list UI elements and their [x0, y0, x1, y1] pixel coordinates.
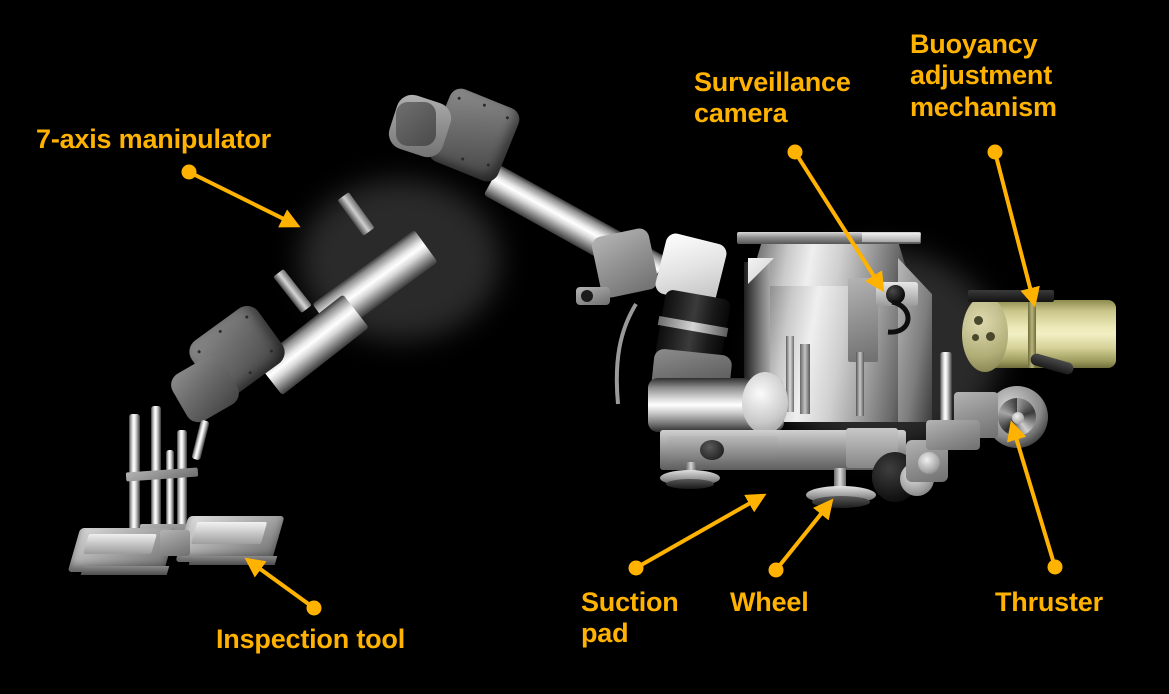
umbilical-cable — [614, 302, 638, 405]
arm-elbow-cap — [396, 102, 436, 146]
leader-dot-manipulator — [181, 164, 197, 180]
buoyancy-endcap — [962, 296, 1008, 372]
leader-line-manipulator — [194, 173, 301, 228]
leader-dot-wheel — [768, 562, 784, 578]
leader-dot-thruster — [1047, 559, 1063, 575]
leader-dot-inspection-tool — [306, 600, 322, 616]
leader-line-wheel — [778, 498, 834, 566]
leader-line-buoyancy-adjustment-mechanism — [994, 158, 1040, 308]
leader-line-inspection-tool — [244, 557, 310, 606]
label-manipulator: 7-axis manipulator — [36, 124, 271, 154]
buoyancy-mount-bracket — [968, 290, 1054, 302]
label-inspection-tool: Inspection tool — [216, 624, 405, 654]
leader-dot-suction-pad — [628, 560, 644, 576]
camera-lens — [886, 285, 905, 304]
leader-dot-buoyancy-adjustment-mechanism — [987, 144, 1003, 160]
label-wheel: Wheel — [730, 587, 809, 617]
buoyancy-band — [1028, 300, 1036, 368]
leader-line-suction-pad — [641, 493, 767, 567]
label-thruster: Thruster — [995, 587, 1103, 617]
leader-dot-surveillance-camera — [787, 144, 803, 160]
leader-line-thruster — [1007, 420, 1055, 561]
camera-cable — [887, 300, 911, 335]
pressure-tank-endcap — [742, 372, 788, 434]
